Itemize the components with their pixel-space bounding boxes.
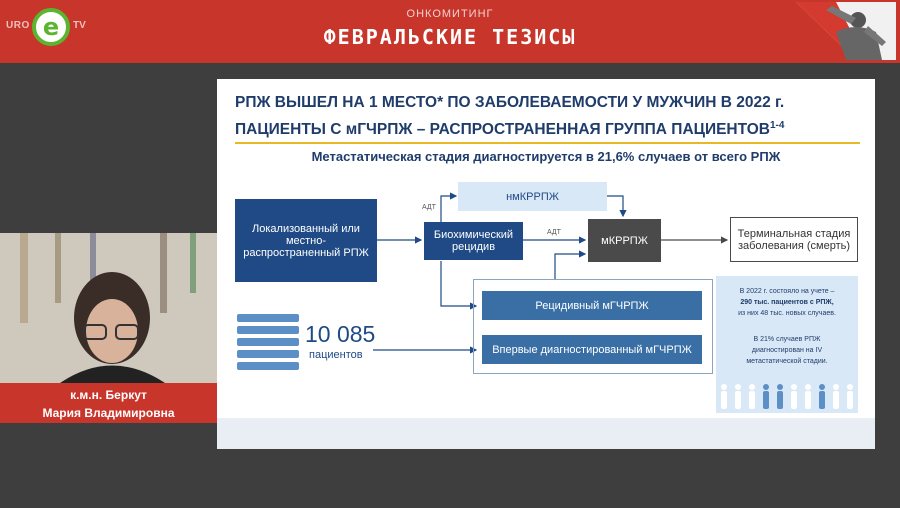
logo-text-left: URO	[6, 20, 30, 31]
speaker-webcam	[0, 233, 217, 383]
adt-label-1: АДТ	[422, 204, 436, 211]
top-banner: URO e TV ОНКОМИТИНГ ФЕВРАЛЬСКИЕ ТЕЗИСЫ	[0, 0, 900, 63]
patients-crowd-icon	[237, 314, 299, 370]
box-biochemical-recurrence: Биохимический рецидив	[424, 222, 523, 260]
patients-label: пациентов	[309, 349, 363, 361]
slide-title-line2: ПАЦИЕНТЫ С мГЧРПЖ – РАСПРОСТРАНЕННАЯ ГРУ…	[235, 114, 865, 141]
people-figures-icon	[721, 384, 853, 409]
speaker-degree-surname: к.м.н. Беркут	[70, 388, 147, 402]
title-divider	[235, 142, 860, 144]
info-p1-line2: 290 тыс. пациентов с РПЖ,	[740, 299, 834, 306]
speaker-video-frame	[0, 233, 217, 383]
presentation-slide: РПЖ ВЫШЕЛ НА 1 МЕСТО* ПО ЗАБОЛЕВАЕМОСТИ …	[217, 79, 875, 449]
athlete-statue-icon	[796, 2, 896, 60]
box-newly-diagnosed-mhspc: Впервые диагностированный мГЧРПЖ	[482, 335, 702, 364]
slide-footer-band	[217, 418, 875, 449]
info-paragraph-2: В 21% случаев РПЖ диагностирован на IV м…	[716, 334, 858, 367]
info-panel: В 2022 г. состояло на учете – 290 тыс. п…	[716, 276, 858, 413]
mhspc-group-frame	[473, 279, 713, 374]
slide-subtitle: Метастатическая стадия диагностируется в…	[311, 149, 781, 164]
logo-letter: e	[42, 13, 60, 41]
banner-subtitle: ОНКОМИТИНГ	[406, 8, 494, 20]
flow-arrows	[373, 192, 729, 354]
logo-circle: e	[32, 8, 70, 46]
info-paragraph-1: В 2022 г. состояло на учете – 290 тыс. п…	[716, 286, 858, 319]
banner-title: ФЕВРАЛЬСКИЕ ТЕЗИСЫ	[323, 25, 577, 49]
speaker-given-names: Мария Владимировна	[42, 406, 175, 420]
logo-text-right: TV	[73, 20, 86, 31]
adt-label-2: АДТ	[547, 229, 561, 236]
box-nmcrpc: нмКРРПЖ	[458, 182, 607, 211]
box-mcrpc: мКРРПЖ	[588, 219, 661, 262]
box-terminal-stage: Терминальная стадия заболевания (смерть)	[730, 217, 858, 262]
slide-title-line1: РПЖ ВЫШЕЛ НА 1 МЕСТО* ПО ЗАБОЛЕВАЕМОСТИ …	[235, 94, 785, 111]
info-p2-line3: метастатической стадии.	[746, 358, 828, 365]
info-p1-line3: из них 48 тыс. новых случаев.	[738, 310, 836, 317]
slide-title: РПЖ ВЫШЕЛ НА 1 МЕСТО* ПО ЗАБОЛЕВАЕМОСТИ …	[235, 91, 865, 141]
info-p1-line1: В 2022 г. состояло на учете –	[739, 288, 835, 295]
info-p2-line2: диагностирован на IV	[751, 347, 823, 354]
patients-count: 10 085	[305, 321, 376, 347]
slide-title-reference: 1-4	[769, 120, 785, 131]
speaker-nameplate: к.м.н. Беркут Мария Владимировна	[0, 383, 217, 423]
box-recurrent-mhspc: Рецидивный мГЧРПЖ	[482, 291, 702, 320]
slide-title-line2-text: ПАЦИЕНТЫ С мГЧРПЖ – РАСПРОСТРАНЕННАЯ ГРУ…	[235, 121, 770, 139]
info-p2-line1: В 21% случаев РПЖ	[753, 336, 821, 343]
urotv-logo[interactable]: URO e TV	[6, 6, 96, 46]
box-localized-rpz: Локализованный или местно-распространенн…	[235, 199, 377, 282]
